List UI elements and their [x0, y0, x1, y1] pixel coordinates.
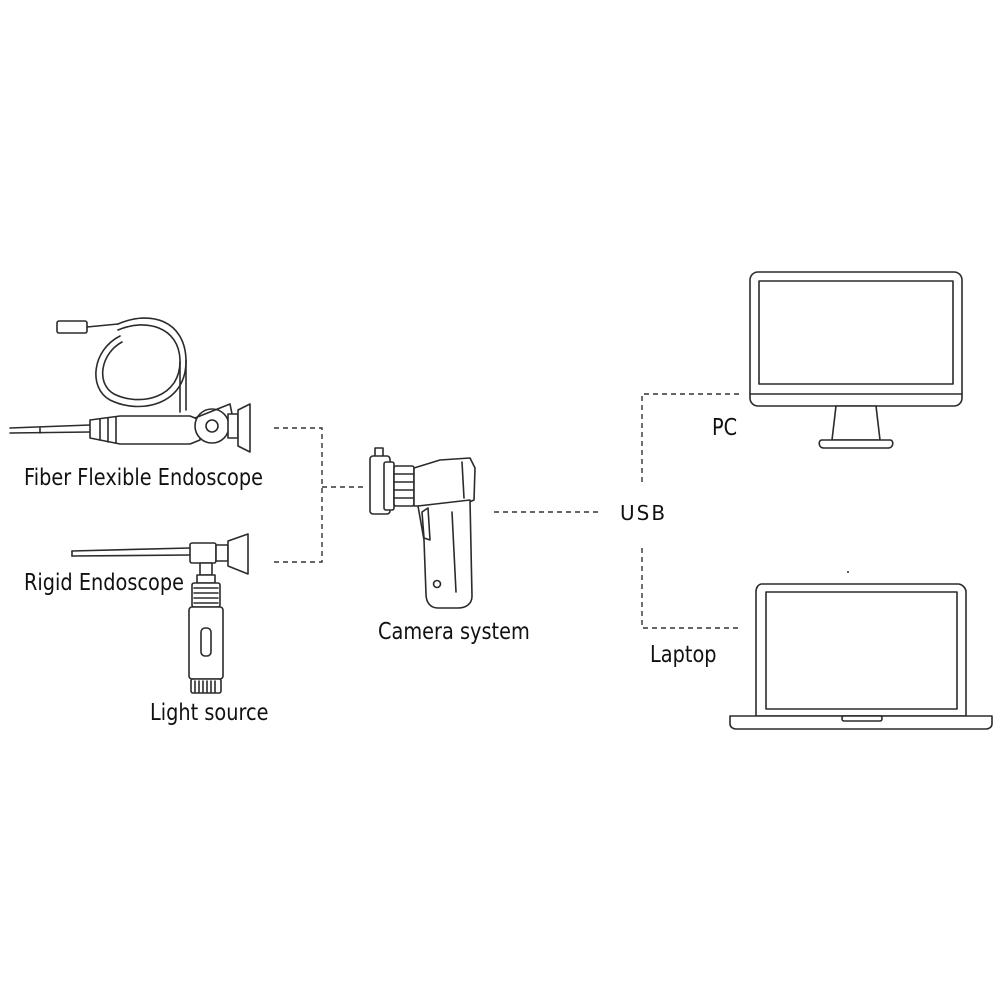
connector-usb-to-pc [641, 393, 742, 482]
pc-monitor-icon [749, 271, 963, 449]
light-source-icon [188, 574, 224, 694]
label-usb: USB [620, 501, 668, 525]
label-camera-system: Camera system [378, 619, 530, 645]
connector-usb-to-laptop [641, 548, 742, 629]
laptop-icon [729, 571, 993, 730]
label-pc: PC [712, 415, 738, 441]
label-rigid-endoscope: Rigid Endoscope [24, 570, 185, 596]
rigid-endoscope-icon [71, 533, 249, 576]
connector-endoscopes-to-camera [274, 427, 366, 563]
label-laptop: Laptop [650, 642, 717, 668]
label-light-source: Light source [150, 700, 269, 726]
label-fiber-flexible-endoscope: Fiber Flexible Endoscope [24, 465, 263, 491]
camera-system-icon [369, 447, 476, 609]
fiber-flexible-endoscope-icon [9, 317, 251, 453]
